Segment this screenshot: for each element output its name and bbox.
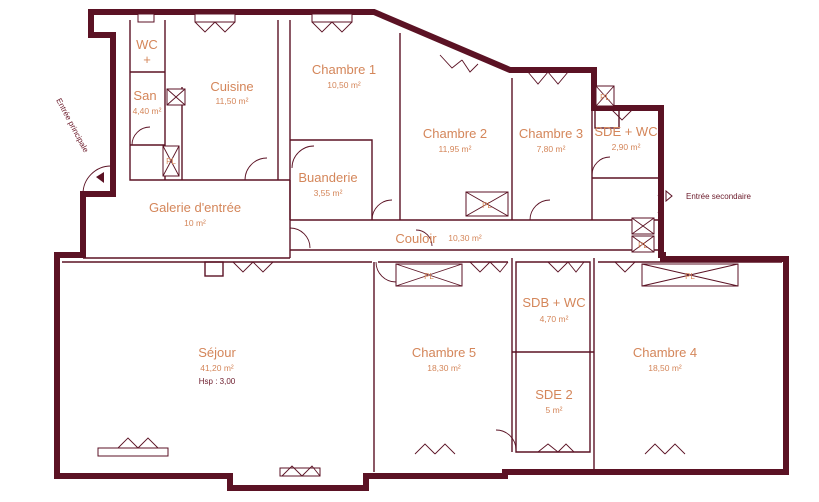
room-sejour-name: Séjour	[198, 345, 236, 360]
windows	[97, 13, 686, 477]
room-sde-wc-area: 2,90 m²	[612, 142, 641, 152]
placard-label: PL	[166, 157, 176, 166]
room-san-area: 4,40 m²	[133, 106, 162, 116]
room-couloir-name: Couloir	[395, 231, 437, 246]
room-sdb-wc-name: SDB + WC	[522, 295, 585, 310]
room-sde2-area: 5 m²	[546, 405, 563, 415]
placard-label: PL	[424, 272, 434, 281]
room-sde-wc-name: SDE + WC	[594, 124, 657, 139]
entrance-secondaire-label: Entrée secondaire	[686, 192, 751, 201]
inner-walls	[62, 20, 782, 472]
placard-label: PL	[600, 93, 610, 102]
room-labels: WC + San 4,40 m² Cuisine 11,50 m² Chambr…	[133, 37, 698, 415]
entrance-arrows	[96, 172, 673, 203]
room-chambre3-area: 7,80 m²	[537, 144, 566, 154]
room-chambre2-area: 11,95 m²	[439, 144, 472, 154]
entrance-principale-label: Entrée principale	[54, 97, 90, 155]
room-sde2-name: SDE 2	[535, 387, 573, 402]
room-san-name: San	[133, 88, 156, 103]
room-chambre1-name: Chambre 1	[312, 62, 376, 77]
room-chambre1-area: 10,50 m²	[327, 80, 361, 90]
entrance-secondaire-arrow-icon	[665, 189, 673, 203]
room-sdb-wc-area: 4,70 m²	[540, 314, 569, 324]
room-chambre5-area: 18,30 m²	[427, 363, 461, 373]
doors	[82, 126, 661, 451]
room-galerie-name: Galerie d'entrée	[149, 200, 241, 215]
room-chambre4-area: 18,50 m²	[648, 363, 682, 373]
room-buanderie-name: Buanderie	[298, 170, 357, 185]
room-cuisine-name: Cuisine	[210, 79, 253, 94]
placards: PL PL PL PL PL PL	[162, 85, 739, 287]
entrance-principale-arrow-icon	[96, 172, 104, 183]
room-chambre4-name: Chambre 4	[633, 345, 697, 360]
room-couloir-area: 10,30 m²	[448, 233, 482, 243]
room-buanderie-area: 3,55 m²	[314, 188, 343, 198]
room-sejour-hsp: Hsp : 3,00	[199, 377, 236, 386]
room-cuisine-area: 11,50 m²	[216, 96, 249, 106]
placard-label: PL	[685, 272, 695, 281]
room-chambre5-name: Chambre 5	[412, 345, 476, 360]
room-wc-name: WC	[136, 37, 158, 52]
placard-label: PL	[482, 201, 492, 210]
room-chambre3-name: Chambre 3	[519, 126, 583, 141]
room-wc-plus: +	[143, 52, 151, 67]
room-galerie-area: 10 m²	[184, 218, 206, 228]
placard-label: PL	[638, 241, 648, 250]
room-chambre2-name: Chambre 2	[423, 126, 487, 141]
room-sejour-area: 41,20 m²	[200, 363, 234, 373]
